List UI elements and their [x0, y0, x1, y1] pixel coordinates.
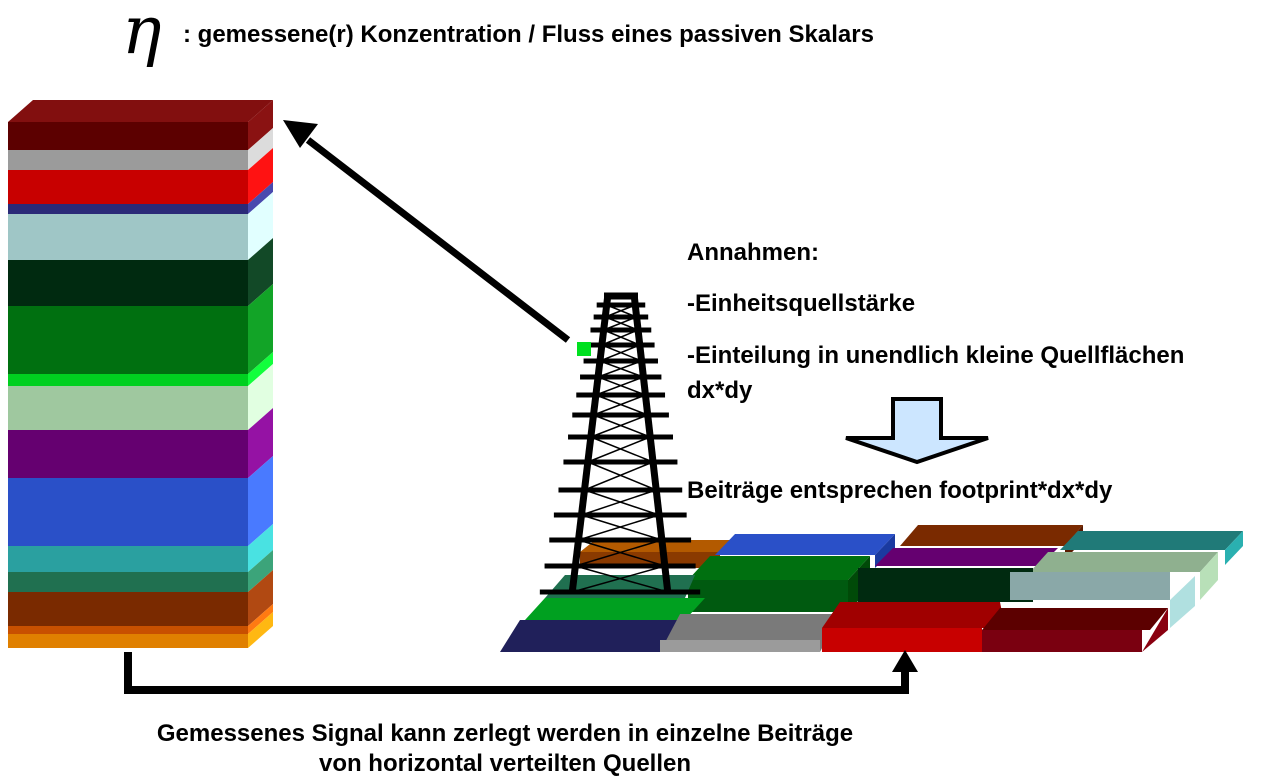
tower-brace [581, 514, 663, 541]
source-tile [875, 548, 1058, 566]
tower-brace [595, 394, 648, 416]
stack-layer-side [248, 182, 273, 214]
source-tile [525, 575, 705, 620]
stack-layer [8, 430, 248, 478]
stack-layer [8, 170, 248, 204]
stack-layer-side [248, 604, 273, 634]
source-tile [715, 534, 895, 568]
tower-brace [587, 436, 651, 463]
assumption-item: -Einteilung in unendlich kleine Quellflä… [687, 342, 1185, 369]
stack-layer-side [248, 612, 273, 648]
stack-layer [8, 374, 248, 386]
tower-brace [593, 394, 646, 416]
decomposition-arrow [124, 650, 918, 694]
signal-arrow [283, 120, 571, 343]
assumptions-heading: Annahmen: [687, 239, 819, 266]
stack-layer-side [248, 570, 273, 626]
stack-layer [8, 478, 248, 546]
source-tile [1060, 531, 1243, 565]
stack-layer-side [248, 456, 273, 546]
tower-brace [593, 414, 651, 438]
stack-layer [8, 592, 248, 626]
sensor-point [577, 342, 591, 356]
stack-layer [8, 386, 248, 430]
source-tile [982, 608, 1168, 652]
tower-brace [578, 539, 666, 567]
source-tile [500, 620, 680, 652]
tower-brace [575, 539, 663, 567]
tower-brace [572, 565, 666, 593]
stack-layer-side [248, 550, 273, 592]
source-tile [858, 568, 1033, 602]
eta-symbol: η [122, 0, 162, 69]
stack-layer [8, 122, 248, 150]
tower-brace [595, 376, 644, 396]
tower-brace [584, 489, 660, 516]
source-tile [822, 602, 1005, 652]
tower-brace [590, 436, 654, 463]
stack-layer [8, 260, 248, 306]
caption-line: von horizontal verteilten Quellen [318, 750, 692, 777]
stack-layer [8, 306, 248, 374]
tower-brace [597, 360, 642, 378]
stack-layer-side [248, 524, 273, 572]
tower-brace [581, 489, 657, 516]
stack-layer [8, 150, 248, 170]
tower-brace [587, 461, 657, 491]
down-arrow [845, 397, 989, 465]
stack-top-face [8, 100, 273, 122]
source-tile [660, 614, 840, 652]
source-tile [1010, 572, 1195, 628]
tower-brace [599, 344, 641, 362]
caption-line: Gemessenes Signal kann zerlegt werden in… [156, 720, 854, 747]
tower-crossbars [539, 302, 701, 595]
source-tile [1030, 552, 1218, 600]
stack-layer-side [248, 192, 273, 260]
stack-layer-side [248, 148, 273, 204]
stack-layer-side [248, 128, 273, 170]
stack-layer-side [248, 352, 273, 386]
tower-brace [584, 461, 654, 491]
assumption-item: -Einheitsquellstärke [687, 290, 916, 317]
stack-layer [8, 572, 248, 592]
assumption-item: dx*dy [687, 377, 753, 404]
stack-layer [8, 204, 248, 214]
tower-brace [575, 565, 668, 593]
stack-layer-side [248, 100, 273, 150]
stack-layer [8, 214, 248, 260]
tower-brace [590, 414, 648, 438]
title-text: : gemessene(r) Konzentration / Fluss ein… [183, 21, 874, 48]
stack-layer [8, 634, 248, 648]
signal-stack [8, 100, 273, 648]
stack-layer [8, 626, 248, 634]
result-statement: Beiträge entsprechen footprint*dx*dy [687, 477, 1113, 504]
stack-layer [8, 546, 248, 572]
source-area-grid [500, 525, 1243, 652]
tower-brace [578, 514, 660, 541]
stack-layer-side [248, 238, 273, 306]
stack-layer-side [248, 284, 273, 374]
stack-layer-side [248, 408, 273, 478]
